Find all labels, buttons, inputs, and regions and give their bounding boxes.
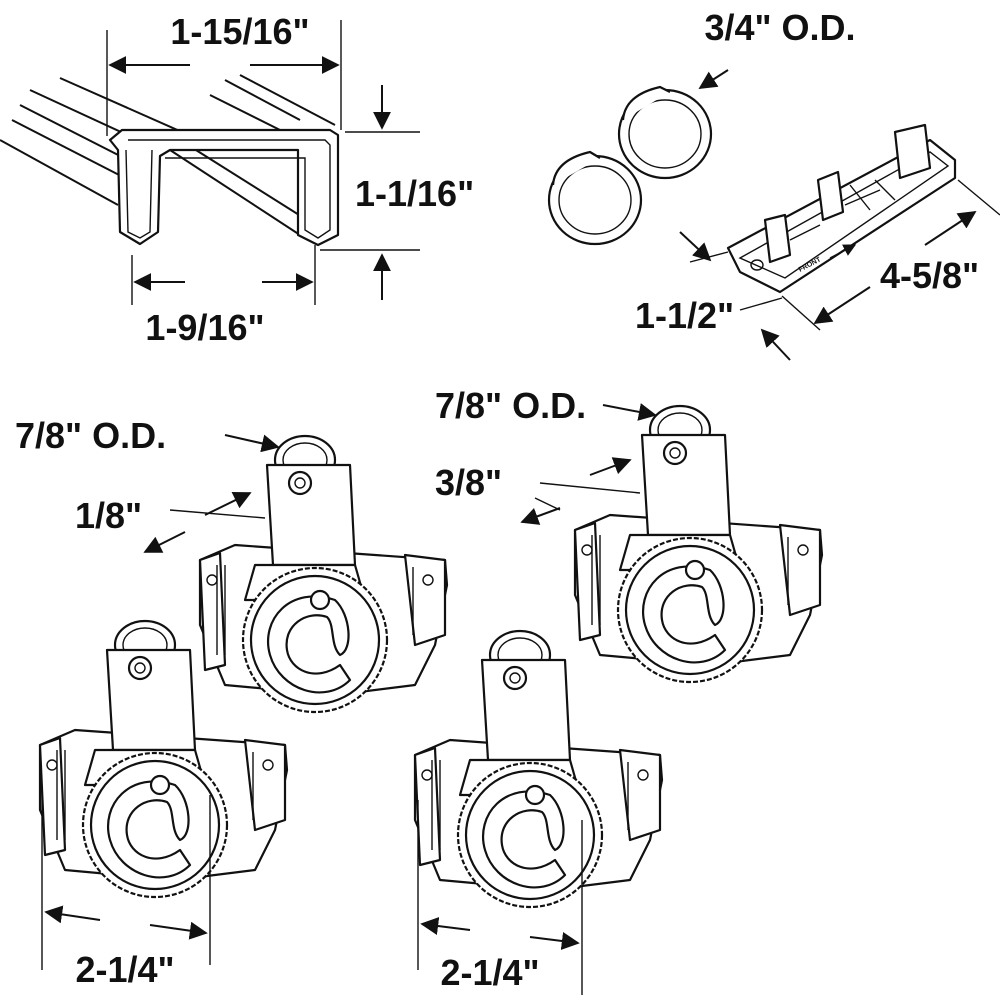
finger-cups-drawing: [547, 85, 713, 246]
guide-dimensions: [679, 69, 1000, 361]
cup-od-label: 3/4" O.D.: [704, 7, 855, 48]
roller-dimensions: [41, 403, 657, 995]
track-bottom-width-label: 1-9/16": [145, 307, 264, 348]
left-wheel-od-label: 7/8" O.D.: [15, 415, 166, 456]
roller-assembly-back-right: [573, 404, 824, 684]
left-offset-label: 1/8": [75, 495, 142, 536]
track-height-label: 1-1/16": [355, 173, 474, 214]
right-offset-label: 3/8": [435, 462, 502, 503]
floor-guide-drawing: FRONT: [726, 123, 957, 294]
right-width-label: 2-1/4": [440, 952, 539, 993]
double-track-drawing: [0, 74, 340, 247]
guide-width-label: 1-1/2": [635, 295, 734, 336]
left-width-label: 2-1/4": [75, 949, 174, 990]
guide-length-label: 4-5/8": [880, 255, 979, 296]
track-dimensions: [106, 20, 420, 305]
track-top-width-label: 1-15/16": [170, 11, 309, 52]
roller-assembly-front-right: [413, 629, 664, 909]
roller-assembly-back-left: [198, 434, 449, 714]
right-wheel-od-label: 7/8" O.D.: [435, 385, 586, 426]
